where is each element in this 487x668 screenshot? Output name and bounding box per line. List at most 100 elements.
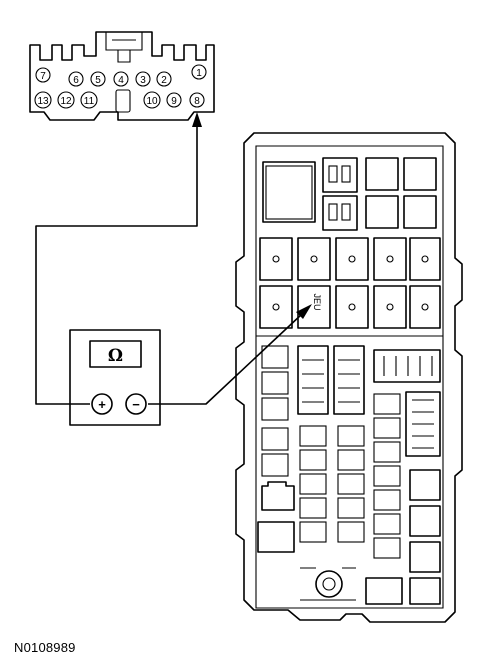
relay-cavity-grid: JEU bbox=[259, 237, 441, 329]
relay-large-inner bbox=[265, 165, 313, 220]
pin-7 bbox=[35, 67, 51, 83]
relay-cavity bbox=[373, 285, 407, 329]
harness-connector: 7 6 5 4 3 2 1 13 12 11 10 9 8 bbox=[29, 31, 215, 121]
fuse-slot bbox=[261, 397, 289, 421]
mini-relay bbox=[409, 541, 441, 573]
fuse-slot bbox=[337, 473, 365, 495]
relay-cavity bbox=[409, 237, 441, 281]
ohm-symbol: Ω bbox=[108, 346, 123, 366]
pin-row-top: 7 6 5 4 3 2 1 bbox=[35, 64, 207, 87]
pin-label: 3 bbox=[140, 75, 146, 86]
mini-relay bbox=[403, 195, 437, 229]
probe-tip-arrow bbox=[192, 112, 202, 127]
fuse-slot bbox=[373, 441, 401, 463]
fuse-slot bbox=[373, 489, 401, 511]
fuse-slot bbox=[337, 449, 365, 471]
cavity-terminal bbox=[272, 303, 280, 311]
fuse-slot bbox=[261, 427, 289, 451]
ground-stud-bracket bbox=[300, 567, 356, 601]
positive-label: + bbox=[98, 397, 106, 412]
pin-8 bbox=[189, 92, 205, 108]
mini-relay bbox=[403, 157, 437, 191]
negative-test-lead bbox=[148, 313, 303, 405]
fuse-slot bbox=[299, 497, 327, 519]
box-housing bbox=[235, 132, 463, 623]
mini-fuse bbox=[341, 203, 351, 221]
fuse-block-ribs bbox=[412, 399, 434, 449]
box-inner-wall bbox=[255, 145, 444, 609]
relay-cavity bbox=[373, 237, 407, 281]
connector-latch bbox=[105, 32, 143, 63]
negative-label: − bbox=[132, 397, 140, 412]
pin-1 bbox=[191, 64, 207, 80]
cartridge-ribs bbox=[302, 359, 360, 403]
positive-test-lead bbox=[35, 124, 198, 405]
fuse-slot bbox=[299, 521, 327, 543]
pin-label: 10 bbox=[146, 96, 158, 107]
mini-relay bbox=[409, 577, 441, 605]
fuse-slot bbox=[261, 453, 289, 477]
mini-relay bbox=[365, 157, 399, 191]
pin-label: 1 bbox=[196, 68, 202, 79]
pin-label: 11 bbox=[84, 96, 95, 107]
mini-fuse-block bbox=[322, 157, 358, 193]
fuse-slot bbox=[299, 449, 327, 471]
pin-12 bbox=[57, 91, 75, 109]
pin-label: 9 bbox=[171, 96, 177, 107]
fuse-slot bbox=[373, 417, 401, 439]
relay-large bbox=[262, 161, 316, 223]
mini-fuse bbox=[328, 165, 338, 183]
cavity-terminal bbox=[348, 255, 356, 263]
cavity-terminal bbox=[386, 255, 394, 263]
pin-label: 2 bbox=[161, 75, 167, 86]
pin-3 bbox=[135, 71, 151, 87]
relay-cavity-tested bbox=[297, 285, 331, 329]
pin-11 bbox=[80, 91, 98, 109]
ground-stud-nut bbox=[322, 577, 336, 591]
probe-tip-arrow bbox=[296, 304, 312, 319]
cavity-terminal bbox=[386, 303, 394, 311]
fuse-slot bbox=[299, 425, 327, 447]
mini-relay bbox=[409, 469, 441, 501]
ohmmeter: Ω + − bbox=[69, 329, 161, 426]
fuse-slot bbox=[373, 465, 401, 487]
fuse-area bbox=[257, 345, 441, 605]
mini-fuse-strip-slots bbox=[383, 356, 433, 376]
fuse-slot bbox=[261, 371, 289, 395]
fuse-slot bbox=[373, 537, 401, 559]
fuse-slot bbox=[299, 473, 327, 495]
relay-cavity bbox=[335, 285, 369, 329]
fuse-slot bbox=[337, 425, 365, 447]
pin-label: 12 bbox=[60, 96, 72, 107]
negative-jack bbox=[125, 393, 147, 415]
relay-cavity bbox=[409, 285, 441, 329]
cavity-terminal bbox=[348, 303, 356, 311]
mini-fuse bbox=[341, 165, 351, 183]
cavity-terminal bbox=[421, 255, 429, 263]
pin-label: 6 bbox=[73, 75, 79, 86]
cartridge-fuse bbox=[333, 345, 365, 415]
mini-relay bbox=[365, 195, 399, 229]
pin-row-bottom: 13 12 11 10 9 8 bbox=[34, 91, 205, 109]
pin-5 bbox=[90, 71, 106, 87]
cavity-terminal bbox=[310, 255, 318, 263]
relay-marking: JEU bbox=[312, 293, 322, 310]
relay-cavity bbox=[335, 237, 369, 281]
mini-relay bbox=[365, 577, 403, 605]
fuse-relay-box: JEU bbox=[235, 132, 463, 623]
pin-label: 7 bbox=[40, 71, 46, 82]
mini-fuse bbox=[328, 203, 338, 221]
pin-10 bbox=[143, 91, 161, 109]
connector-key bbox=[115, 89, 131, 113]
pin-label: 8 bbox=[194, 96, 200, 107]
fuse-slot bbox=[373, 513, 401, 535]
cartridge-fuse bbox=[297, 345, 329, 415]
pin-9 bbox=[166, 92, 182, 108]
mini-relay bbox=[257, 521, 295, 553]
pin-label: 5 bbox=[95, 75, 101, 86]
fuse-slot bbox=[337, 521, 365, 543]
cavity-terminal bbox=[421, 303, 429, 311]
relay-cavity bbox=[297, 237, 331, 281]
ground-stud bbox=[315, 570, 343, 598]
